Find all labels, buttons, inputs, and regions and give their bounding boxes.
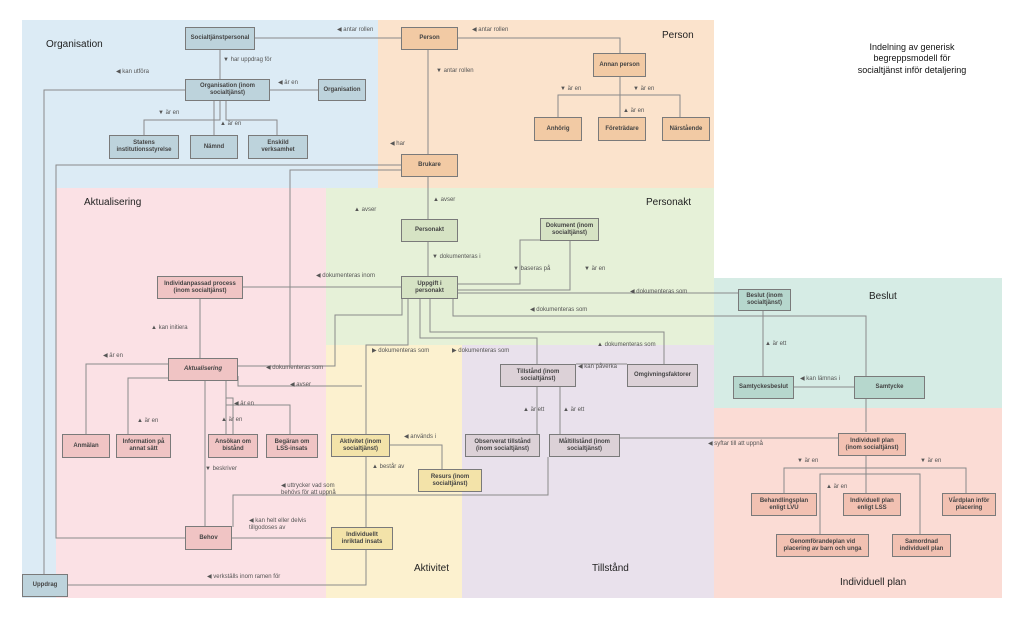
box-samtycke: Samtycke [854, 376, 925, 399]
box-aktualisering: Aktualisering [168, 358, 238, 381]
box-organisation: Organisation [318, 79, 366, 101]
region-label-aktivitet: Aktivitet [414, 563, 450, 574]
edge-label-ar-en-anhorig: ▼ är en [560, 86, 582, 92]
box-person: Person [401, 27, 458, 50]
edge-label-ar-en-org: ◀ är en [278, 80, 298, 86]
region-label-person: Person [662, 30, 694, 41]
edge-label-dokumenteras-som-plan: ◀ dokumenteras som [530, 307, 588, 313]
edge-label-antar-rollen-3: ▼ antar rollen [436, 68, 474, 74]
edge-label-ar-en-aktual: ◀ är en [103, 353, 123, 359]
edge-label-avser-1: ▲ avser [354, 207, 377, 213]
edge-label-dokumenteras-som-akt: ▶ dokumenteras som [372, 348, 430, 354]
edge-label-kan-initiera: ▲ kan initiera [151, 325, 188, 331]
box-behov: Behov [185, 526, 232, 550]
edge-label-verkstalls: ◀ verkställs inom ramen för [207, 574, 281, 580]
edge-label-beskriver: ▼ beskriver [205, 466, 237, 472]
box-begaran: Begäran om LSS-insats [266, 434, 318, 458]
box-foretradare: Företrädare [598, 117, 646, 141]
box-genomforandeplan: Genomförandeplan vid placering av barn o… [776, 534, 869, 557]
edge-label-ar-ett-beslut: ▲ är ett [765, 341, 787, 347]
edge-label-kan-utfora: ◀ kan utföra [116, 69, 149, 75]
edge-label-antar-rollen-2: ◀ antar rollen [472, 27, 509, 33]
box-samordnad: Samordnad individuell plan [892, 534, 951, 557]
box-anmalan: Anmälan [62, 434, 110, 458]
box-aktivitet: Aktivitet (inom socialtjänst) [331, 434, 390, 457]
edge-label-ar-en-begaran: ◀ är en [234, 401, 254, 407]
edge-label-ar-en-statens: ▼ är en [158, 110, 180, 116]
box-brukare: Brukare [401, 154, 458, 177]
edge-label-ar-en-namnd: ▲ är en [220, 121, 242, 127]
edge-label-ar-en-dokument: ▼ är en [584, 266, 606, 272]
region-tillstand [462, 345, 714, 598]
box-organisation-inom: Organisation (inom socialtjänst) [185, 79, 270, 101]
box-observerat: Observerat tillstånd (inom socialtjänst) [465, 434, 540, 457]
edge-label-ar-ett-mal: ▲ är ett [563, 407, 585, 413]
edge-label-har: ◀ har [390, 141, 405, 147]
edge-label-avser-3: ◀ avser [290, 382, 311, 388]
edge-label-ar-en-plan-3: ▼ är en [920, 458, 942, 464]
edge-label-avser-2: ▲ avser [433, 197, 456, 203]
box-tillstand: Tillstånd (inom socialtjänst) [500, 364, 576, 387]
box-ansokan: Ansökan om bistånd [208, 434, 258, 458]
edge-label-kan-paverka: ◀ kan påverka [578, 364, 617, 370]
box-uppdrag: Uppdrag [22, 574, 68, 597]
edge-label-ar-en-foretradare: ▲ är en [623, 108, 645, 114]
box-vardplan: Vårdplan inför placering [942, 493, 996, 516]
box-individuell-plan: Individuell plan (inom socialtjänst) [838, 433, 906, 456]
box-statens: Statens institutionsstyrelse [109, 135, 179, 159]
edge-label-ar-en-plan-2: ▲ är en [826, 484, 848, 490]
edge-label-ar-en-plan-1: ▼ är en [797, 458, 819, 464]
edge-label-syftar-till: ◀ syftar till att uppnå [708, 441, 763, 447]
edge-label-ar-ett-obs: ▲ är ett [523, 407, 545, 413]
edge-label-dokumenteras-som-aktual: ◀ dokumenteras som [266, 365, 324, 371]
box-dokument: Dokument (inom socialtjänst) [540, 218, 599, 241]
edge-label-dokumenteras-som-beslut: ◀ dokumenteras som [630, 289, 688, 295]
edge-label-ar-en-narstaende: ▼ är en [633, 86, 655, 92]
edge-label-ar-en-information: ▲ är en [137, 418, 159, 424]
edge-label-baseras-pa: ▼ baseras på [513, 266, 551, 272]
box-malltillstand: Måltillstånd (inom socialtjänst) [549, 434, 620, 457]
edge-label-uttrycker: ◀ uttrycker vad som behövs för att uppnå [281, 483, 336, 497]
region-label-tillstand: Tillstånd [592, 563, 629, 574]
edge-label-dokumenteras-som-omg: ▲ dokumenteras som [597, 342, 656, 348]
edge-label-bestar-av: ▲ består av [372, 464, 405, 470]
box-personakt: Personakt [401, 219, 458, 242]
edge-label-kan-lamnas-i: ◀ kan lämnas i [800, 376, 840, 382]
box-narstaende: Närstående [662, 117, 710, 141]
box-information: Information på annat sätt [116, 434, 171, 458]
box-individuell-plan-lss: Individuell plan enligt LSS [843, 493, 901, 516]
edge-label-har-uppdrag-for: ▼ har uppdrag för [223, 57, 272, 63]
edge-label-kan-helt: ◀ kan helt eller delvis tillgodoses av [249, 518, 307, 532]
edge-label-dokumenteras-inom: ◀ dokumenteras inom [316, 273, 375, 279]
box-beslut: Beslut (inom socialtjänst) [738, 289, 791, 311]
region-label-personakt: Personakt [646, 197, 692, 208]
region-uppdrag-strip [22, 188, 56, 598]
box-socialtjanstpersonal: Socialtjänstpersonal [185, 27, 255, 50]
box-enskild: Enskild verksamhet [248, 135, 308, 159]
box-samtyckesbeslut: Samtyckesbeslut [733, 376, 794, 399]
region-label-organisation: Organisation [46, 39, 103, 50]
box-resurs: Resurs (inom socialtjänst) [418, 469, 482, 492]
diagram-title: Indelning av generisk begreppsmodell för… [857, 42, 967, 75]
box-omgivningsfaktorer: Omgivningsfaktorer [627, 364, 698, 387]
box-behandlingsplan: Behandlingsplan enligt LVU [751, 493, 817, 516]
box-individuellt-insats: Individuellt inriktad insats [331, 527, 393, 550]
region-label-beslut: Beslut [869, 291, 897, 302]
edge-label-anvands-i: ◀ används i [404, 434, 436, 440]
edge-label-dokumenteras-i: ▼ dokumenteras i [432, 254, 481, 260]
box-annan-person: Annan person [593, 53, 646, 77]
edge-label-ar-en-ansokan: ▲ är en [221, 417, 243, 423]
box-namnd: Nämnd [190, 135, 238, 159]
box-individanpassad: Individanpassad process (inom socialtjän… [157, 276, 243, 299]
region-label-aktualisering: Aktualisering [84, 197, 142, 208]
box-uppgift: Uppgift i personakt [401, 276, 458, 299]
edge-label-dokumenteras-som-till: ▶ dokumenteras som [452, 348, 510, 354]
region-label-individuell-plan: Individuell plan [840, 577, 907, 588]
edge-label-antar-rollen-1: ◀ antar rollen [337, 27, 374, 33]
box-anhorig: Anhörig [534, 117, 582, 141]
